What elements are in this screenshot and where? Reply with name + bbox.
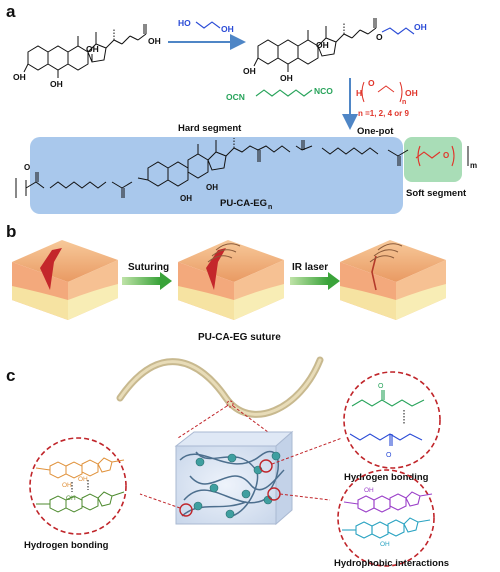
ethylene-glycol-structure <box>195 21 221 29</box>
poly-o-1: O <box>24 163 30 172</box>
peg-o-label: O <box>368 78 375 88</box>
ester-product-structure <box>253 18 377 72</box>
oh-label-2: OH <box>50 79 63 89</box>
skin-block-wound <box>12 240 118 320</box>
ir-laser-label: IR laser <box>292 262 328 273</box>
peg-h-label: H <box>356 88 362 98</box>
soft-segment-box <box>404 137 462 182</box>
zoom-hydrophobic <box>337 469 435 567</box>
hard-segment-label: Hard segment <box>178 123 242 134</box>
skin-block-healed <box>340 240 446 320</box>
left-orange-oh-2: OH <box>78 476 88 483</box>
hydrophobic-cyan-oh: OH <box>380 541 390 548</box>
polymer-sub-label: n <box>268 204 272 211</box>
soft-segment-label: Soft segment <box>406 188 467 199</box>
hbond-left-label: Hydrogen bonding <box>24 540 109 551</box>
eg-ho-label: HO <box>178 18 191 28</box>
polymer-structure <box>15 138 469 198</box>
panel-label-b: b <box>6 222 17 241</box>
product-oh-3: OH <box>316 40 329 50</box>
one-pot-label: One-pot <box>357 126 394 137</box>
nco-label: NCO <box>314 86 333 96</box>
product-oh-1: OH <box>243 66 256 76</box>
poly-oh-1: OH <box>180 194 192 203</box>
left-orange-oh: OH <box>62 482 72 489</box>
zoom-hbond-right <box>343 371 441 469</box>
peg-n-label: n <box>402 99 406 106</box>
arrow-ir-laser <box>290 272 340 290</box>
acid-oh-label: OH <box>148 36 161 46</box>
urethane-o-top: O <box>378 383 384 390</box>
peg-structure <box>361 81 403 103</box>
oh-label-3: OH <box>86 44 99 54</box>
suturing-label: Suturing <box>128 262 169 273</box>
arrow-suturing <box>122 272 172 290</box>
eg-oh-label: OH <box>221 24 234 34</box>
polymer-name-label: PU-CA-EG <box>220 198 267 209</box>
peg-oh-label: OH <box>405 88 418 98</box>
zoom-hbond-left <box>29 437 127 535</box>
n-values-label: n =1, 2, 4 or 9 <box>358 109 409 118</box>
product-oh-2: OH <box>280 73 293 83</box>
hbond-right-label: Hydrogen bonding <box>344 472 429 483</box>
polymer-network-cube <box>174 430 294 526</box>
suture-label: PU-CA-EG suture <box>198 332 281 343</box>
hydrophobic-label: Hydrophobic interactions <box>334 558 449 569</box>
repeat-m-label: m <box>470 161 477 170</box>
urethane-o-bottom: O <box>386 452 392 459</box>
hydrophobic-purple-oh: OH <box>364 487 374 494</box>
product-terminal-oh: OH <box>414 22 427 32</box>
panel-label-c: c <box>6 366 16 385</box>
ester-o-label: O <box>376 32 383 42</box>
poly-oh-2: OH <box>206 183 218 192</box>
ocn-label: OCN <box>226 92 245 102</box>
cholic-acid-structure <box>23 24 147 78</box>
poly-peg-o: O <box>443 151 449 160</box>
panel-label-a: a <box>6 2 16 21</box>
left-green-oh: OH <box>66 495 76 502</box>
oh-label-1: OH <box>13 72 26 82</box>
skin-block-sutured <box>178 240 284 320</box>
diisocyanate-structure <box>255 89 313 97</box>
